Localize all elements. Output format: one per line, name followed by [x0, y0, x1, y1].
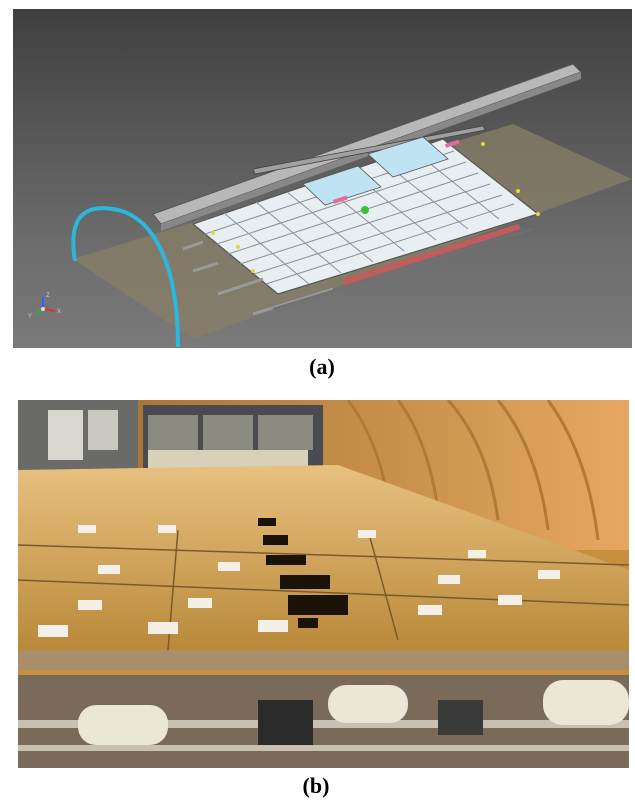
deck-floor [18, 465, 629, 655]
blue-panel-left [302, 165, 382, 206]
upper-rail [252, 125, 486, 175]
svg-text:X: X [57, 309, 61, 315]
foam-roll-left [78, 705, 168, 745]
foam-roll-center [328, 685, 408, 723]
bottom-rail [272, 228, 534, 310]
control-panel [148, 450, 308, 470]
pink-marker-2 [445, 139, 460, 148]
yellow-markers [211, 142, 540, 273]
actuator-right [438, 700, 483, 735]
lower-red-rail [343, 224, 521, 285]
axis-triad-icon: Z X Y [28, 293, 61, 320]
black-tape [258, 518, 348, 628]
lower-rails [182, 240, 334, 316]
caption-b: (b) [302, 773, 330, 798]
pink-marker-1 [333, 195, 348, 204]
cad-render-image: Z X Y [13, 9, 632, 348]
blue-panel-right [367, 136, 449, 178]
svg-text:Y: Y [28, 314, 32, 320]
svg-text:Z: Z [46, 293, 50, 299]
cyan-arch [71, 206, 180, 348]
front-rail [18, 650, 629, 670]
frame-extrusions [18, 720, 629, 751]
actuator-left [258, 700, 313, 745]
green-marker [361, 206, 369, 214]
foam-roll-right [543, 680, 629, 725]
wall-ribs [346, 400, 600, 541]
caption-a: (a) [309, 354, 335, 379]
lab-photograph [18, 400, 629, 768]
